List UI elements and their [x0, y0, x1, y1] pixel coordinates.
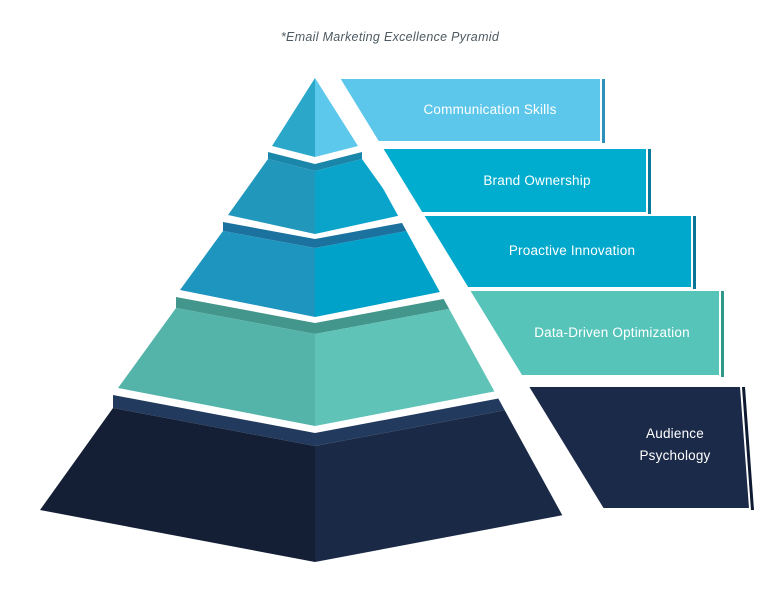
level-bar-communication-skills: [339, 79, 600, 141]
diagonal-divider-band: [317, 68, 628, 548]
level-bar-data-driven-optimization: [468, 291, 719, 375]
tier1-left-face: [272, 78, 315, 157]
level-bar-proactive-innovation: [421, 216, 691, 287]
tier4-right-face: [315, 308, 512, 426]
level-bar-brand-ownership: [380, 149, 646, 212]
tier1-right-face: [315, 78, 358, 157]
level-bar-audience-psychology: [525, 387, 749, 508]
tier2-left-face: [228, 159, 315, 234]
level-label-brand-ownership: Brand Ownership: [483, 173, 591, 188]
level-bar-edge-brand-ownership: [648, 149, 651, 214]
tier2-right-face: [315, 159, 402, 234]
tier3-top-bevel: [223, 222, 407, 248]
tier4-left-face: [118, 308, 315, 426]
tier5-top-bevel: [113, 395, 517, 446]
level-bars: [339, 79, 754, 510]
diagram-title: *Email Marketing Excellence Pyramid: [280, 30, 500, 44]
level-bar-edge-data-driven-optimization: [721, 291, 724, 377]
level-label-audience-psychology: Audience Psychology: [639, 426, 711, 463]
pyramid-tiers: [40, 78, 590, 562]
tier5-right-face: [315, 408, 590, 562]
level-bar-edge-audience-psychology: [742, 387, 754, 510]
level-bar-edge-proactive-innovation: [693, 216, 696, 289]
tier3-left-face: [180, 231, 315, 317]
tier3-right-face: [315, 231, 450, 317]
level-label-proactive-innovation: Proactive Innovation: [508, 243, 636, 258]
level-label-communication-skills: Communication Skills: [423, 102, 557, 117]
level-label-data-driven-optimization: Data-Driven Optimization: [534, 325, 690, 340]
level-bar-edge-communication-skills: [602, 79, 605, 143]
tier5-left-face: [40, 408, 315, 562]
tier4-top-bevel: [176, 297, 454, 334]
tier2-top-bevel: [268, 152, 362, 171]
